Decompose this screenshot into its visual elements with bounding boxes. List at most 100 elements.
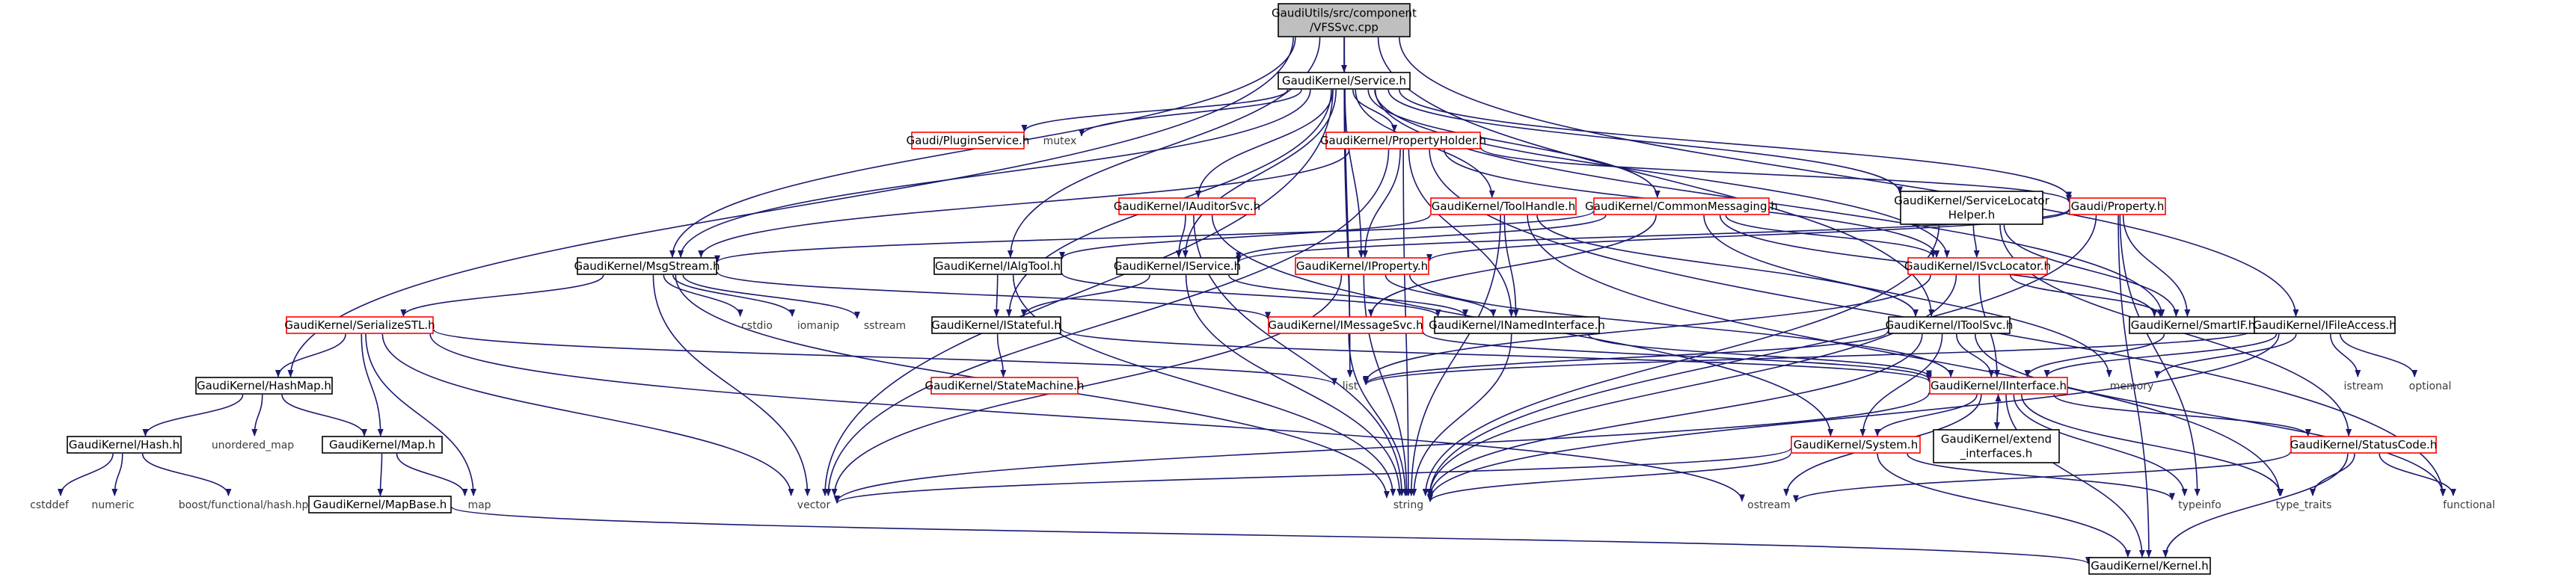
node-label: GaudiKernel/System.h xyxy=(1794,438,1918,451)
node-smartif[interactable]: GaudiKernel/SmartIF.h xyxy=(2129,316,2257,334)
edge-commonmessaging-to-iservice xyxy=(1236,215,1607,260)
node-box xyxy=(308,496,452,513)
node-label: GaudiKernel/Map.h xyxy=(329,438,435,451)
node-ostream: ostream xyxy=(1747,499,1791,511)
node-label: numeric xyxy=(91,499,134,511)
node-box xyxy=(1430,197,1577,215)
node-layer: GaudiUtils/src/component/VFSSvc.cppGaudi… xyxy=(30,3,2495,575)
node-box xyxy=(933,257,1062,275)
edge-msgstream-to-sstream xyxy=(682,274,860,319)
node-box xyxy=(930,377,1079,395)
edge-ifileaccess-to-optional xyxy=(2340,333,2418,377)
node-label: map xyxy=(467,499,491,511)
node-label: GaudiKernel/ISvcLocator.h xyxy=(1904,259,2051,273)
edge-hashmap-to-unordered_map xyxy=(251,394,263,437)
node-label: GaudiKernel/IProperty.h xyxy=(1296,259,1428,273)
node-ialgtool[interactable]: GaudiKernel/IAlgTool.h xyxy=(933,257,1062,275)
node-msgstream[interactable]: GaudiKernel/MsgStream.h xyxy=(574,257,720,275)
node-label: GaudiKernel/IFileAccess.h xyxy=(2253,318,2396,332)
edge-ialgtool-to-inamedinterface xyxy=(1061,273,1441,317)
edge-msgstream-to-serializestl xyxy=(400,274,604,317)
node-toolhandle[interactable]: GaudiKernel/ToolHandle.h xyxy=(1430,197,1577,215)
node-imessagesvc[interactable]: GaudiKernel/IMessageSvc.h xyxy=(1268,316,1423,334)
node-label: GaudiKernel/ServiceLocator xyxy=(1894,194,2049,208)
node-statuscode[interactable]: GaudiKernel/StatusCode.h xyxy=(2290,436,2438,454)
node-box xyxy=(1278,3,1411,37)
edge-service-to-mutex xyxy=(1079,89,1302,137)
edge-iservice-to-istateful xyxy=(1020,274,1151,317)
node-hash[interactable]: GaudiKernel/Hash.h xyxy=(67,436,182,454)
edge-serializestl-to-map_h xyxy=(361,333,384,437)
node-extendinterfaces[interactable]: GaudiKernel/extend_interfaces.h xyxy=(1933,429,2060,463)
edge-commonmessaging-to-isvclocator xyxy=(1725,215,1936,258)
node-iauditorsvc[interactable]: GaudiKernel/IAuditorSvc.h xyxy=(1114,197,1260,215)
node-serializestl[interactable]: GaudiKernel/SerializeSTL.h xyxy=(284,316,435,334)
edge-mapbase-to-kernel xyxy=(451,506,2091,565)
edge-isvclocator-to-smartif xyxy=(2009,274,2164,317)
edge-service-to-gaudiproperty xyxy=(1399,89,2072,200)
node-label: GaudiKernel/StateMachine.h xyxy=(925,379,1085,392)
edge-gaudiproperty-to-smartif xyxy=(2122,215,2191,317)
node-iservice[interactable]: GaudiKernel/IService.h xyxy=(1114,257,1241,275)
node-label: GaudiKernel/IAlgTool.h xyxy=(935,259,1061,273)
node-inamedinterface[interactable]: GaudiKernel/INamedInterface.h xyxy=(1429,316,1605,334)
node-box xyxy=(1295,257,1429,275)
node-box xyxy=(1907,257,2048,275)
node-propertyholder[interactable]: GaudiKernel/PropertyHolder.h xyxy=(1320,132,1486,149)
edge-msgstream-to-iomanip xyxy=(672,274,796,317)
edge-hashmap-to-map_h xyxy=(281,394,367,437)
node-box xyxy=(2290,436,2437,454)
node-istateful[interactable]: GaudiKernel/IStateful.h xyxy=(931,316,1061,334)
edge-propertyholder-to-vector xyxy=(825,149,1390,496)
node-label: Gaudi/Property.h xyxy=(2071,200,2165,213)
edge-ifileaccess-to-string xyxy=(1427,333,2280,502)
node-label: string xyxy=(1393,499,1423,511)
node-service[interactable]: GaudiKernel/Service.h xyxy=(1278,72,1411,90)
node-statemachine[interactable]: GaudiKernel/StateMachine.h xyxy=(925,377,1085,395)
edge-msgstream-to-cstdio xyxy=(663,274,743,317)
node-hashmap[interactable]: GaudiKernel/HashMap.h xyxy=(195,377,333,395)
edge-statuscode-to-type_traits xyxy=(2310,453,2355,496)
edge-service-to-isvclocator xyxy=(1374,89,1950,258)
node-iproperty[interactable]: GaudiKernel/IProperty.h xyxy=(1295,257,1429,275)
edge-imessagesvc-to-string xyxy=(1348,333,1408,496)
edge-propertyholder-to-inamedinterface xyxy=(1408,149,1515,317)
node-box xyxy=(931,316,1061,334)
edge-isvclocator-to-list xyxy=(1363,274,1931,383)
edge-service-to-servicelocator xyxy=(1387,89,1903,194)
node-label: iomanip xyxy=(797,320,839,332)
node-pluginservice[interactable]: Gaudi/PluginService.h xyxy=(907,132,1030,149)
node-iinterface[interactable]: GaudiKernel/IInterface.h xyxy=(1929,377,2068,395)
node-label: vector xyxy=(797,499,831,511)
edge-hash-to-boosthash xyxy=(141,453,232,496)
node-itoolsvc[interactable]: GaudiKernel/IToolSvc.h xyxy=(1886,316,2014,334)
node-box xyxy=(322,436,443,454)
node-commonmessaging[interactable]: GaudiKernel/CommonMessaging.h xyxy=(1585,197,1778,215)
node-gaudiproperty[interactable]: Gaudi/Property.h xyxy=(2069,197,2166,215)
edge-toolhandle-to-type_traits xyxy=(1527,215,2283,496)
node-sstream: sstream xyxy=(864,320,906,332)
node-system[interactable]: GaudiKernel/System.h xyxy=(1791,436,1921,454)
node-memory: memory xyxy=(2110,380,2154,392)
node-label: cstdio xyxy=(741,320,773,332)
edge-commonmessaging-to-memory xyxy=(1703,215,2112,377)
node-label: GaudiKernel/Service.h xyxy=(1282,74,1406,87)
node-ifileaccess[interactable]: GaudiKernel/IFileAccess.h xyxy=(2253,316,2396,334)
node-map_h[interactable]: GaudiKernel/Map.h xyxy=(322,436,443,454)
node-label: GaudiKernel/SmartIF.h xyxy=(2131,318,2255,332)
node-box xyxy=(286,316,434,334)
node-map: map xyxy=(467,499,491,511)
node-label: GaudiKernel/IToolSvc.h xyxy=(1886,318,2014,332)
edge-imessagesvc-to-iinterface xyxy=(1423,331,1932,380)
node-label: _interfaces.h xyxy=(1960,447,2033,461)
edge-propertyholder-to-iproperty xyxy=(1361,149,1401,258)
node-mapbase[interactable]: GaudiKernel/MapBase.h xyxy=(308,496,452,513)
edge-iinterface-to-vector xyxy=(834,392,1930,503)
node-optional: optional xyxy=(2409,380,2452,392)
node-kernel[interactable]: GaudiKernel/Kernel.h xyxy=(2088,557,2211,575)
edge-root-to-itoolsvc xyxy=(1377,37,1935,317)
node-isvclocator[interactable]: GaudiKernel/ISvcLocator.h xyxy=(1904,257,2051,275)
edge-iinterface-to-statuscode xyxy=(2053,394,2311,437)
edge-hash-to-cstddef xyxy=(58,453,114,496)
